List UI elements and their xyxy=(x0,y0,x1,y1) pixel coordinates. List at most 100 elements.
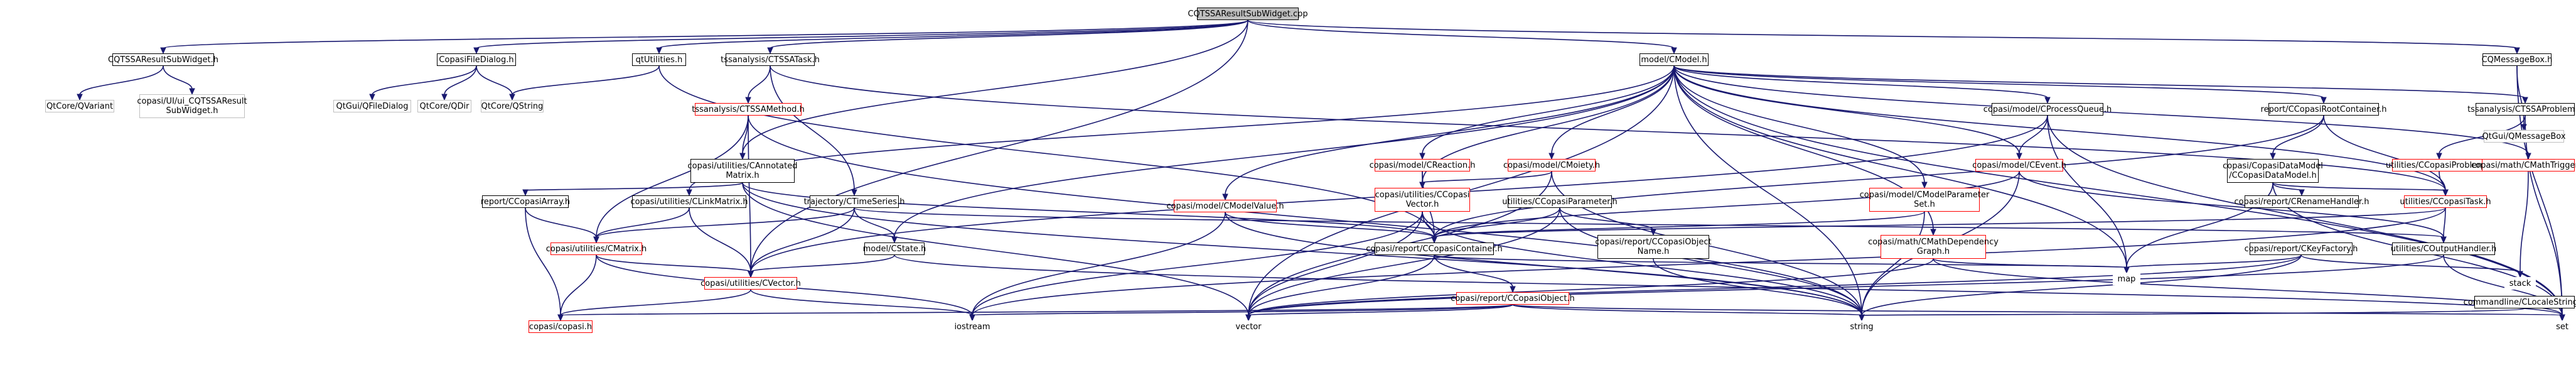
edge-model-cmodel-h-to-copasi-model-cmoiety-h xyxy=(1551,65,1675,155)
node-copasi-report-crenamehandler-h[interactable]: copasi/report/CRenameHandler.h xyxy=(2235,195,2369,208)
node-qtcore-qdir[interactable]: QtCore/QDir xyxy=(417,100,471,112)
node-iostream[interactable]: iostream xyxy=(952,320,993,333)
edge-utilities-ccopasitask-h-to-iostream xyxy=(972,207,2446,316)
edge-arrowhead xyxy=(2123,266,2130,274)
edge-model-cmodel-h-to-map xyxy=(1673,65,2127,268)
node-copasi-copasi-h[interactable]: copasi/copasi.h xyxy=(529,320,593,333)
node-root[interactable]: CQTSSAResultSubWidget.cpp xyxy=(1188,8,1308,20)
edge-copasi-utilities-ccopasivector-h-to-iostream xyxy=(972,211,1423,316)
node-qtgui-qfiledialog[interactable]: QtGui/QFileDialog xyxy=(333,100,411,112)
node-qtgui-qmessagebox[interactable]: QtGui/QMessageBox xyxy=(2482,130,2566,143)
edge-arrowhead xyxy=(369,94,375,101)
node-utilities-coutputhandler-h[interactable]: utilities/COutputHandler.h xyxy=(2391,242,2496,255)
node-tssanalysis-ctssamethod-h[interactable]: tssanalysis/CTSSAMethod.h xyxy=(692,103,805,116)
edge-copasi-model-cmodelvalue-h-to-copasi-report-ccopasicontainer-h xyxy=(1225,212,1435,238)
edge-copasi-utilities-cvector-h-to-iostream xyxy=(750,289,973,316)
edge-arrowhead xyxy=(2299,189,2305,197)
edge-utilities-ccopasitask-h-to-copasi-report-ccopasicontainer-h xyxy=(1434,207,2446,238)
edge-arrowhead xyxy=(2522,97,2528,104)
node-report-ccopasirootcontainer-h[interactable]: report/CCopasiRootContainer.h xyxy=(2261,103,2386,116)
edge-model-cmodel-h-to-copasi-model-cmodelvalue-h xyxy=(1225,65,1675,195)
node-copasi-report-ccopasiobject-h[interactable]: copasi/report/CCopasiObject.h xyxy=(1451,292,1575,305)
edge-report-ccopasiarray-h-to-copasi-copasi-h xyxy=(525,207,561,316)
edge-arrowhead xyxy=(1222,193,1228,201)
node-tssanalysis-ctssaproblem-h[interactable]: tssanalysis/CTSSAProblem.h xyxy=(2467,103,2576,116)
node-commandline-clocalestring-h[interactable]: commandline/CLocaleString.h xyxy=(2464,296,2576,308)
edge-arrowhead xyxy=(473,47,480,55)
edge-arrowhead xyxy=(593,236,599,244)
node-copasi-model-cprocessqueue-h[interactable]: copasi/model/CProcessQueue.h xyxy=(1983,103,2112,116)
edge-copasi-model-cmodelparameterset-h-to-string xyxy=(1861,211,1925,316)
node-qtutilities-h[interactable]: qtUtilities.h xyxy=(632,53,686,66)
edge-arrowhead xyxy=(1419,153,1425,160)
edge-copasi-report-ccopasiobject-h-to-string xyxy=(1512,304,1862,316)
node-model-cstate-h[interactable]: model/CState.h xyxy=(863,242,926,255)
edge-arrowhead xyxy=(189,88,195,95)
edge-arrowhead xyxy=(2559,314,2565,322)
node-copasi-report-ckeyfactory-h[interactable]: copasi/report/CKeyFactory.h xyxy=(2245,242,2358,255)
node-copasi-model-cmodelvalue-h[interactable]: copasi/model/CModelValue.h xyxy=(1166,200,1284,212)
node-copasi-utilities-cvector-h[interactable]: copasi/utilities/CVector.h xyxy=(700,277,801,290)
node-report-ccopasiarray-h[interactable]: report/CCopasiArray.h xyxy=(481,195,570,208)
edge-copasi-model-cmodelvalue-h-to-string xyxy=(1225,212,1862,316)
node-copasi-utilities-cmatrix-h[interactable]: copasi/utilities/CMatrix.h xyxy=(546,242,647,255)
node-copasi-model-cmoiety-h[interactable]: copasi/model/CMoiety.h xyxy=(1503,159,1600,172)
node-utilities-ccopasiproblem-h[interactable]: utilities/CCopasiProblem.h xyxy=(2386,159,2493,172)
node-tssanalysis-ctssatask-h[interactable]: tssanalysis/CTSSATask.h xyxy=(721,53,820,66)
node-stack[interactable]: stack xyxy=(2504,277,2536,290)
edge-model-cmodel-h-to-set xyxy=(1673,65,2563,316)
edge-root-to-tssanalysis-ctssatask-h xyxy=(770,19,1248,49)
edge-copasi-report-ccopasicontainer-h-to-vector xyxy=(1248,254,1435,316)
edge-utilities-ccopasiparameter-h-to-copasi-report-ccopasicontainer-h xyxy=(1434,207,1560,238)
node-copasi-utilities-clinkmatrix-h[interactable]: copasi/utilities/CLinkMatrix.h xyxy=(630,195,748,208)
edge-tssanalysis-ctssatask-h-to-trajectory-ctimeseries-h xyxy=(770,65,855,191)
edge-arrowhead xyxy=(745,97,751,104)
node-trajectory-ctimeseries-h[interactable]: trajectory/CTimeSeries.h xyxy=(804,195,904,208)
edge-arrowhead xyxy=(1419,182,1425,189)
node-vector[interactable]: vector xyxy=(1231,320,1266,333)
edge-root-to-cqmessagebox-h xyxy=(1247,19,2518,49)
node-utilities-ccopasitask-h[interactable]: utilities/CCopasiTask.h xyxy=(2400,195,2491,208)
node-qtcore-qstring[interactable]: QtCore/QString xyxy=(481,100,544,112)
node-set[interactable]: set xyxy=(2550,320,2575,333)
node-map[interactable]: map xyxy=(2113,273,2140,285)
node-utilities-ccopasiparameter-h[interactable]: utilities/CCopasiParameter.h xyxy=(1502,195,1618,208)
edge-copasi-model-cevent-h-to-copasi-report-ccopasicontainer-h xyxy=(1434,171,2020,238)
node-qtcore-qvariant[interactable]: QtCore/QVariant xyxy=(45,100,114,112)
node-cqtssaresultsubwidget-h[interactable]: CQTSSAResultSubWidget.h xyxy=(108,53,218,66)
edge-model-cmodel-h-to-report-ccopasirootcontainer-h xyxy=(1673,65,2324,99)
node-copasi-report-ccopasicontainer-h[interactable]: copasi/report/CCopasiContainer.h xyxy=(1366,242,1503,255)
node-copasi-copasidatamodel-ccopasidatamodel-h[interactable]: copasi/CopasiDataModel/CCopasiDataModel.… xyxy=(2223,159,2323,183)
edge-copasi-model-cmoiety-h-to-copasi-utilities-ccopasivector-h xyxy=(1422,171,1552,183)
edge-copasi-utilities-ccopasivector-h-to-vector xyxy=(1248,211,1423,316)
edge-root-to-copasifiledialog-h xyxy=(476,19,1248,49)
node-copasi-model-creaction-h[interactable]: copasi/model/CReaction.h xyxy=(1370,159,1475,172)
edge-root-to-copasi-utilities-cannotatedmatrix-h xyxy=(742,19,1248,155)
edge-arrowhead xyxy=(1859,314,1865,322)
node-model-cmodel-h[interactable]: model/CModel.h xyxy=(1640,53,1709,66)
edge-trajectory-ctimeseries-h-to-copasi-utilities-cmatrix-h xyxy=(596,207,855,238)
edge-model-cmodel-h-to-tssanalysis-ctssaproblem-h xyxy=(1673,65,2526,99)
edge-cqtssaresultsubwidget-h-to-qtcore-qvariant xyxy=(79,65,164,95)
edge-tssanalysis-ctssaproblem-h-to-set xyxy=(2525,115,2563,316)
edge-copasi-utilities-clinkmatrix-h-to-copasi-utilities-cvector-h xyxy=(689,207,751,273)
node-copasi-model-cevent-h[interactable]: copasi/model/CEvent.h xyxy=(1972,159,2066,172)
edge-report-ccopasirootcontainer-h-to-copasi-report-ccopasicontainer-h xyxy=(1434,115,2324,238)
edge-model-cmodel-h-to-copasi-model-creaction-h xyxy=(1422,65,1675,155)
edge-copasi-utilities-cannotatedmatrix-h-to-copasi-report-ccopasicontainer-h xyxy=(742,182,1435,238)
edge-tssanalysis-ctssamethod-h-to-copasi-utilities-cvector-h xyxy=(748,115,751,273)
node-string[interactable]: string xyxy=(1844,320,1879,333)
node-cqmessagebox-h[interactable]: CQMessageBox.h xyxy=(2482,53,2552,66)
node-copasifiledialog-h[interactable]: CopasiFileDialog.h xyxy=(437,53,516,66)
edge-arrowhead xyxy=(1245,314,1252,322)
node-copasi-math-cmathtrigger-h[interactable]: copasi/math/CMathTrigger.h xyxy=(2471,159,2576,172)
edge-copasi-report-ckeyfactory-h-to-map xyxy=(2126,254,2302,268)
edge-copasi-utilities-cannotatedmatrix-h-to-report-ccopasiarray-h xyxy=(525,182,743,191)
